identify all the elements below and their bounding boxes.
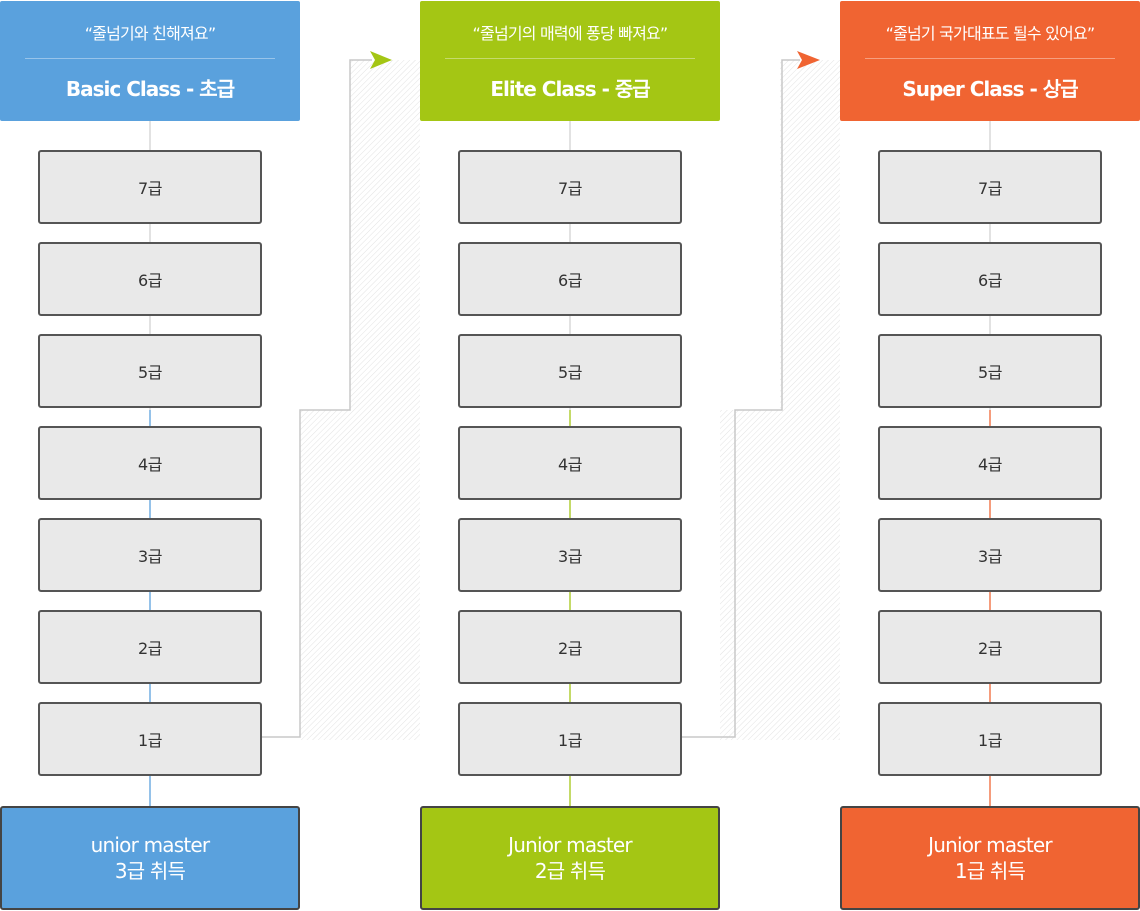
level-box: 2급 [878, 610, 1102, 684]
level-box: 5급 [38, 334, 262, 408]
level-box: 7급 [458, 150, 682, 224]
header-divider [865, 58, 1115, 59]
level-box: 5급 [458, 334, 682, 408]
level-box: 4급 [38, 426, 262, 500]
header-divider [445, 58, 695, 59]
class-title: Basic Class - 초급 [65, 77, 235, 101]
arrow-head-super [797, 51, 820, 69]
elite-to-super-connector [682, 59, 800, 738]
super-class-header: “줄넘기 국가대표도 될수 있어요” Super Class - 상급 [840, 1, 1140, 121]
level-box: 2급 [38, 610, 262, 684]
class-tagline: “줄넘기와 친해져요” [84, 24, 216, 43]
result-title: Junior master [928, 833, 1053, 857]
level-list: 7급 6급 5급 4급 3급 2급 1급 [878, 150, 1102, 794]
level-box: 6급 [38, 242, 262, 316]
level-list: 7급 6급 5급 4급 3급 2급 1급 [38, 150, 262, 794]
connector-shading [300, 60, 840, 740]
class-tagline: “줄넘기 국가대표도 될수 있어요” [885, 24, 1096, 43]
level-box: 6급 [458, 242, 682, 316]
result-grade: 2급 취득 [534, 859, 606, 883]
elite-class-header: “줄넘기의 매력에 퐁당 빠져요” Elite Class - 중급 [420, 1, 720, 121]
header-divider [25, 58, 275, 59]
basic-to-elite-connector [262, 59, 372, 738]
super-class-column: “줄넘기 국가대표도 될수 있어요” Super Class - 상급 7급 6급 5급… [840, 0, 1140, 911]
level-box: 1급 [38, 702, 262, 776]
level-box: 1급 [878, 702, 1102, 776]
level-box: 2급 [458, 610, 682, 684]
result-grade: 1급 취득 [954, 859, 1026, 883]
class-title: Elite Class - 중급 [490, 77, 650, 101]
result-title: unior master [90, 833, 210, 857]
class-tagline: “줄넘기의 매력에 퐁당 빠져요” [472, 24, 669, 43]
level-box: 7급 [38, 150, 262, 224]
basic-class-header: “줄넘기와 친해져요” Basic Class - 초급 [0, 1, 300, 121]
elite-class-column: “줄넘기의 매력에 퐁당 빠져요” Elite Class - 중급 7급 6급 5급 4… [420, 0, 720, 911]
level-box: 1급 [458, 702, 682, 776]
basic-class-column: “줄넘기와 친해져요” Basic Class - 초급 7급 6급 5급 4급 3급 2급 1… [0, 0, 300, 911]
level-box: 3급 [878, 518, 1102, 592]
result-grade: 3급 취득 [114, 859, 186, 883]
result-title: Junior master [508, 833, 633, 857]
level-box: 4급 [458, 426, 682, 500]
level-list: 7급 6급 5급 4급 3급 2급 1급 [458, 150, 682, 794]
level-box: 6급 [878, 242, 1102, 316]
level-box: 7급 [878, 150, 1102, 224]
class-title: Super Class - 상급 [902, 77, 1078, 101]
level-box: 5급 [878, 334, 1102, 408]
level-box: 4급 [878, 426, 1102, 500]
level-box: 3급 [38, 518, 262, 592]
level-box: 3급 [458, 518, 682, 592]
arrow-head-elite [370, 51, 392, 69]
